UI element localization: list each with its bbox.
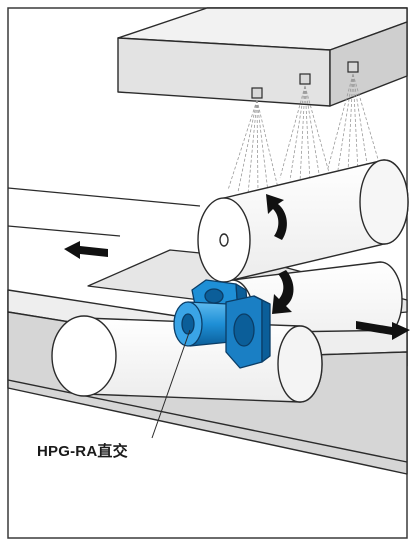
roller-shaft-hole bbox=[219, 233, 229, 247]
gearhead-label: HPG-RA直交 bbox=[37, 443, 128, 460]
gearhead-hpg-ra bbox=[173, 279, 271, 369]
nozzle bbox=[347, 61, 359, 73]
spray-nozzles bbox=[251, 61, 359, 99]
curved-arrow-up-icon bbox=[266, 194, 287, 240]
nozzle bbox=[251, 87, 263, 99]
nozzle bbox=[299, 73, 311, 85]
overhead-beam bbox=[117, 7, 408, 107]
curved-arrow-down-icon bbox=[272, 270, 294, 314]
arrow-left-icon bbox=[64, 241, 108, 259]
arrow-right-icon bbox=[356, 321, 410, 340]
upper-roller bbox=[197, 159, 409, 283]
background-plane bbox=[7, 187, 201, 237]
water-spray bbox=[227, 73, 381, 195]
leader-line bbox=[151, 329, 191, 439]
